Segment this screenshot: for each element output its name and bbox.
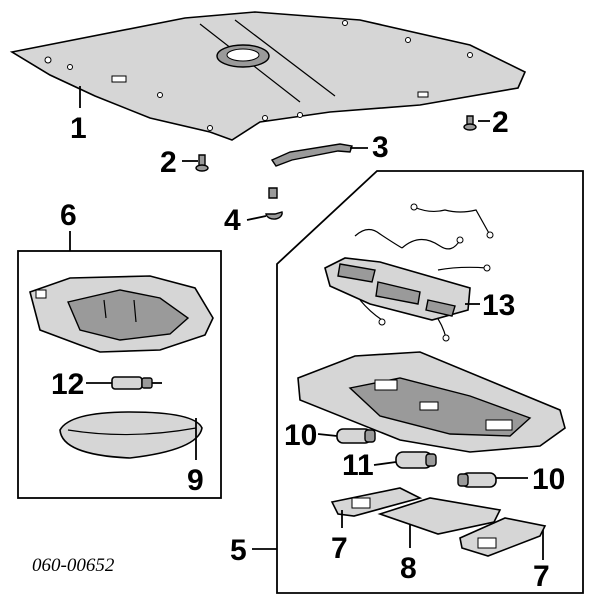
callout-4: 4	[224, 204, 241, 237]
console-group-box	[276, 170, 584, 594]
callout-10-left: 10	[284, 419, 317, 452]
callout-13: 13	[482, 289, 515, 322]
callout-2-right: 2	[492, 106, 509, 139]
screw-part-left	[195, 154, 209, 172]
leader-lines	[79, 86, 544, 560]
headliner-part	[9, 11, 527, 141]
callout-7-left: 7	[331, 532, 348, 565]
callout-5: 5	[230, 534, 247, 567]
clip-part	[265, 187, 283, 220]
callout-11: 11	[342, 449, 374, 482]
callout-2-left: 2	[160, 146, 177, 179]
callout-7-right: 7	[533, 560, 550, 593]
dome-lens-part	[59, 411, 203, 459]
dome-lamp-group-box	[17, 250, 222, 499]
callout-6: 6	[60, 199, 77, 232]
diagram-code: 060-00652	[32, 555, 115, 576]
bracket-strap-part	[270, 143, 353, 167]
map-bulb-part-center	[395, 451, 437, 469]
lens-part-left	[330, 487, 423, 517]
wiring-harness-part	[324, 203, 494, 342]
map-bulb-part-right	[457, 472, 497, 488]
callout-8: 8	[400, 552, 417, 585]
screw-part-right	[463, 115, 477, 131]
callout-3: 3	[372, 131, 389, 164]
map-bulb-part-left	[336, 428, 376, 444]
callout-12: 12	[51, 368, 84, 401]
lens-part-right	[459, 517, 547, 557]
callout-9: 9	[187, 464, 204, 497]
callout-10-right: 10	[532, 463, 565, 496]
lens-part-center	[377, 497, 502, 535]
dome-bulb-part	[111, 376, 153, 390]
console-housing-part	[297, 351, 566, 453]
dome-lamp-housing-part	[29, 275, 214, 353]
callout-1: 1	[70, 112, 87, 145]
